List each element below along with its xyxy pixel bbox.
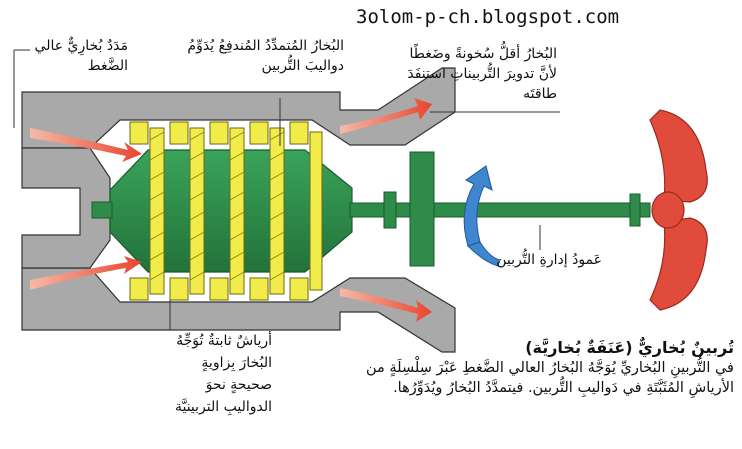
label-expanding-steam: البُخارُ المُتمدِّدُ المُندفِعُ يُدَوِّم… — [187, 38, 344, 74]
leader-lines — [13, 49, 560, 330]
blade-rows — [129, 121, 323, 301]
label-shaft: عَمودُ إدارةِ التُّربين — [496, 252, 602, 268]
label-fixed-blades: أرياشٌ ثابتةٌ تُوَجِّهُ البُخارَ بِزاوية… — [174, 333, 272, 415]
rotation-arrow-icon — [463, 165, 501, 267]
caption-title: تُربينٌ بُخاريٌّ (عَنَفَةٌ بُخاريَّة) — [525, 338, 734, 357]
casing-inlet — [21, 147, 111, 269]
label-exhaust: البُخارُ أقلُّ سُخونةً وضَغطًا لأنَّ تدو… — [407, 46, 557, 102]
caption: تُربينٌ بُخاريٌّ (عَنَفَةٌ بُخاريَّة) في… — [366, 338, 734, 398]
shaft-collar-right — [629, 193, 641, 227]
steam-flow-arrows — [30, 98, 432, 322]
watermark: 3olom-p-ch.blogspot.com — [356, 6, 620, 28]
propeller-icon — [649, 109, 708, 311]
caption-line: في التُّربينِ البُخاريِّ يُوَجَّهُ البُخ… — [365, 360, 734, 376]
label-supply: مَدَدٌ بُخارِيٌّ عالي الضَّغط — [34, 38, 128, 74]
shaft-left — [91, 201, 113, 219]
shaft-bearing — [409, 151, 435, 267]
caption-line: الأرياشِ المُثَبَّتَةِ في دَواليبِ التُّ… — [393, 380, 734, 396]
shaft-collar — [383, 191, 397, 229]
